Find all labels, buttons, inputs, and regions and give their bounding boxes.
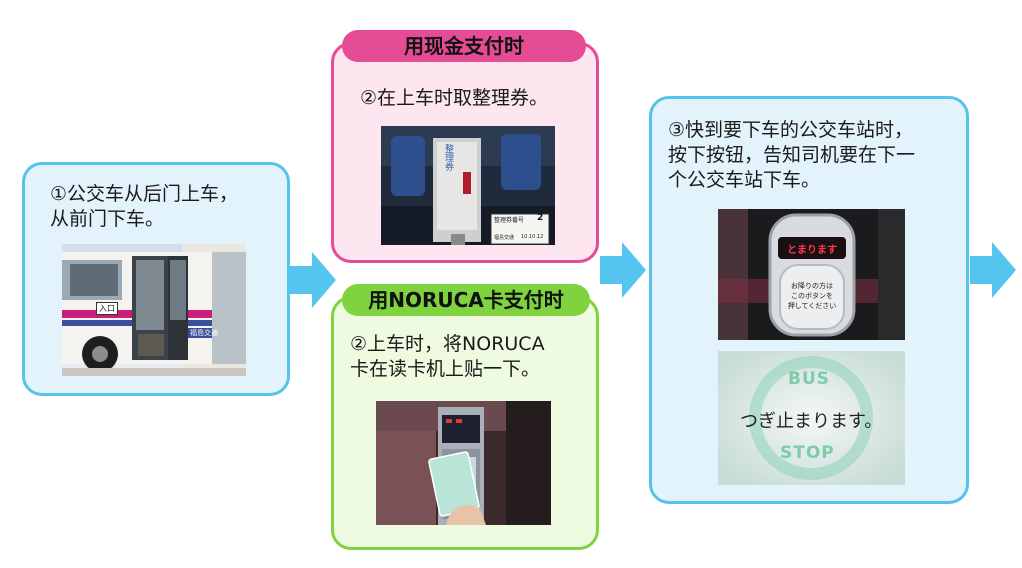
flow-arrow-1: [290, 252, 336, 308]
button-caption-line3: 押してください: [787, 302, 837, 310]
button-caption-line1: お降りの方は: [791, 282, 833, 290]
ticket-vertical-label: 整理券: [443, 144, 453, 171]
ticket-date: 10.10.12: [521, 234, 544, 240]
ticket-machine-illustration: [381, 126, 555, 245]
sign-next-stop-text: つぎ止まります。: [740, 411, 883, 432]
button-caption-line2: このボタンを: [791, 292, 833, 300]
card-reader-illustration: [376, 401, 551, 525]
ticket-label: 整理券番号: [494, 217, 525, 224]
next-stop-sign-photo: BUS つぎ止まります。 STOP: [718, 351, 905, 485]
ticket-company: 福島交通: [494, 235, 515, 241]
stop-button-photo: とまります お降りの方は このボタンを 押してください: [718, 209, 905, 340]
ticket-number: 2: [537, 213, 544, 223]
sign-stop-text: STOP: [780, 443, 835, 463]
sign-bus-text: BUS: [788, 369, 831, 389]
cash-step-text: ②在上车时取整理券。: [360, 87, 549, 109]
flow-arrow-2: [600, 242, 646, 298]
cash-payment-header: 用现金支付时: [342, 30, 586, 62]
next-stop-sign-illustration: [718, 351, 905, 485]
flow-arrow-3: [970, 242, 1016, 298]
ticket-machine-photo: 整理券 整理券番号 2 福島交通 10.10.12: [381, 126, 555, 245]
card-payment-header: 用NORUCA卡支付时: [342, 284, 590, 316]
bus-company-label: 福島交通: [190, 329, 218, 337]
step3-text: ③快到要下车的公交车站时， 按下按钮，告知司机要在下一 个公交车站下车。: [668, 119, 916, 191]
bus-entrance-sign: 入口: [96, 302, 118, 315]
card-step-text: ②上车时，将NORUCA 卡在读卡机上贴一下。: [350, 333, 545, 380]
card-reader-photo: [376, 401, 551, 525]
bus-photo: 入口 福島交通: [62, 244, 246, 376]
step1-text: ①公交车从后门上车， 从前门下车。: [50, 183, 239, 230]
bus-illustration: [62, 244, 246, 376]
stop-lamp-text: とまります: [787, 245, 837, 256]
stop-button-illustration: [718, 209, 905, 340]
